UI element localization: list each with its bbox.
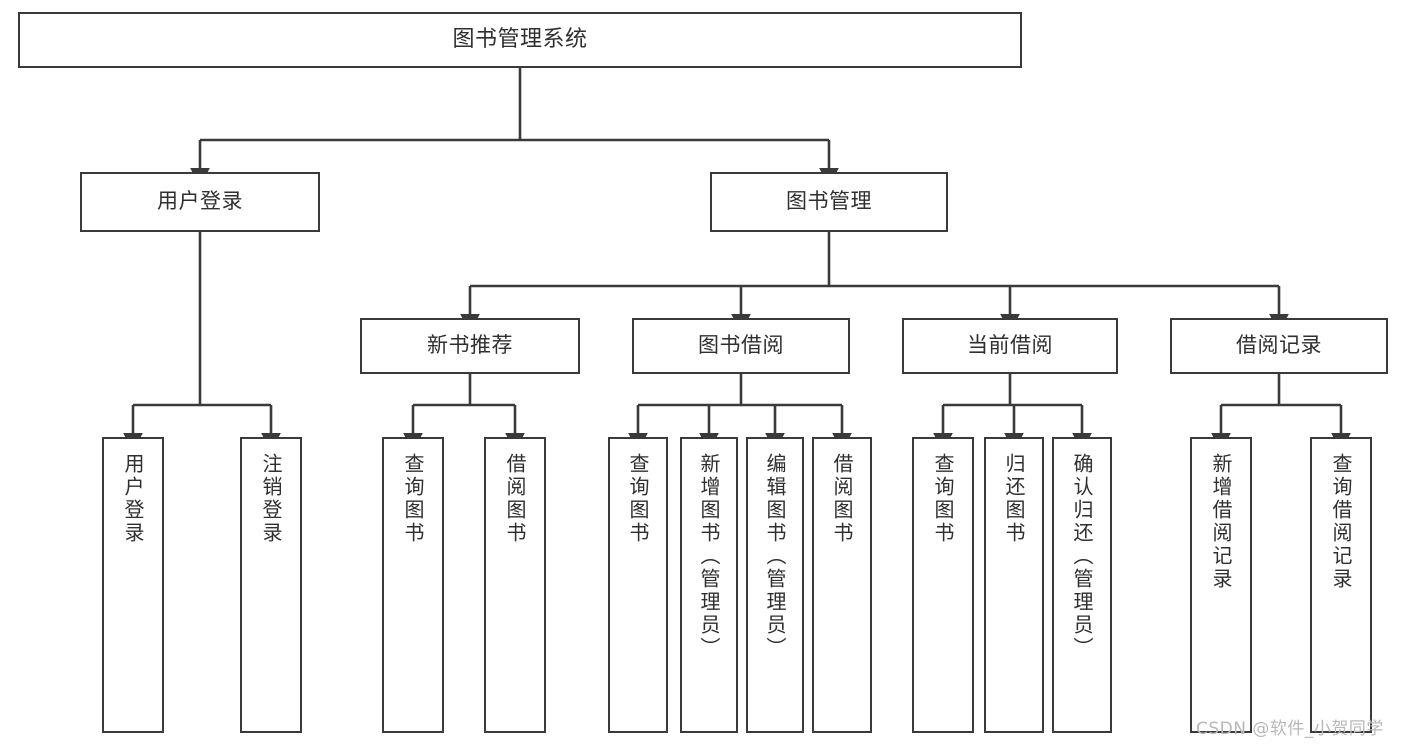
node-label: 借阅图书 [830,453,854,545]
node-label: 查询借阅记录 [1329,453,1353,591]
node-label: 新书推荐 [427,333,513,358]
node-label: 新增借阅记录 [1209,453,1233,591]
node-label: 用户登录 [121,453,145,545]
node-label: 图书管理 [786,189,872,214]
node-leaf-logout[interactable]: 注销登录 [240,437,302,733]
csdn-watermark: CSDN @软件_小贺同学 [1196,719,1384,739]
node-leaf-bk-edit[interactable]: 编辑图书（管理员） [746,437,804,733]
node-leaf-rec-add[interactable]: 新增借阅记录 [1190,437,1252,733]
node-label: 用户登录 [157,189,243,214]
node-label: 查询图书 [401,453,425,545]
node-label: 确认归还（管理员） [1070,453,1094,660]
node-leaf-nb-query[interactable]: 查询图书 [382,437,444,733]
node-leaf-login[interactable]: 用户登录 [102,437,164,733]
node-leaf-cur-return[interactable]: 归还图书 [984,437,1044,733]
node-label: 注销登录 [259,453,283,545]
node-leaf-bk-add[interactable]: 新增图书（管理员） [680,437,738,733]
node-label: 借阅记录 [1236,333,1322,358]
node-current[interactable]: 当前借阅 [902,318,1118,374]
node-login[interactable]: 用户登录 [80,172,320,232]
node-label: 归还图书 [1002,453,1026,545]
node-leaf-cur-confirm[interactable]: 确认归还（管理员） [1052,437,1112,733]
node-leaf-bk-borrow[interactable]: 借阅图书 [812,437,872,733]
node-leaf-nb-borrow[interactable]: 借阅图书 [484,437,546,733]
node-label: 新增图书（管理员） [697,453,721,660]
node-leaf-rec-query[interactable]: 查询借阅记录 [1310,437,1372,733]
node-label: 编辑图书（管理员） [763,453,787,660]
node-root[interactable]: 图书管理系统 [18,12,1022,68]
node-leaf-cur-query[interactable]: 查询图书 [912,437,974,733]
node-records[interactable]: 借阅记录 [1170,318,1388,374]
node-label: 图书管理系统 [452,26,588,52]
node-label: 图书借阅 [698,333,784,358]
node-borrow[interactable]: 图书借阅 [632,318,850,374]
node-label: 借阅图书 [503,453,527,545]
node-bookmgmt[interactable]: 图书管理 [710,172,948,232]
node-label: 查询图书 [931,453,955,545]
node-label: 查询图书 [626,453,650,545]
node-leaf-bk-query[interactable]: 查询图书 [608,437,668,733]
node-newbook[interactable]: 新书推荐 [360,318,580,374]
node-label: 当前借阅 [967,333,1053,358]
